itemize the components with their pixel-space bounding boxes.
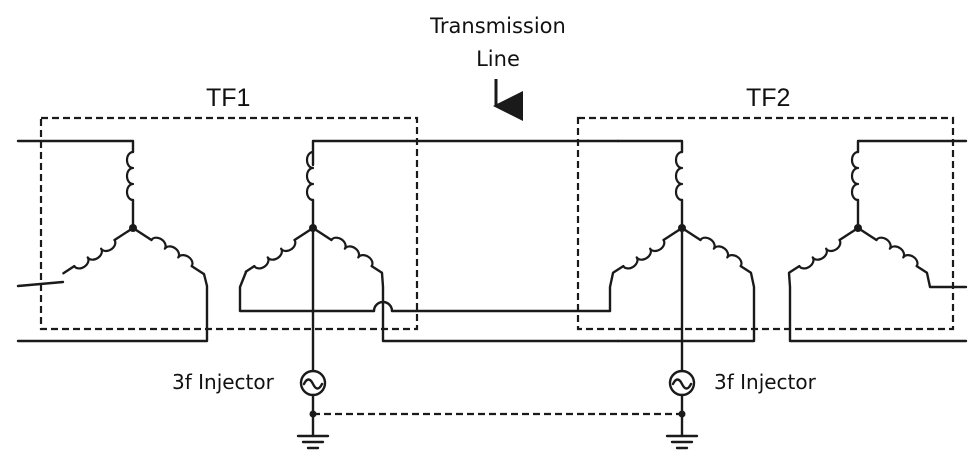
inductor-coil-icon: [850, 150, 860, 202]
left-injector-label: 3f Injector: [172, 370, 274, 394]
transmission-line-label: Transmission Line: [398, 10, 598, 76]
ac-source-icon: [299, 369, 327, 397]
ground-icon: [296, 434, 330, 450]
tf2-left-wye-winding: [608, 139, 756, 373]
tf1-label: TF1: [206, 84, 251, 112]
tf2-right-wye-winding: [787, 139, 968, 343]
tf1-right-wye-winding: [238, 139, 620, 373]
transmission-line-label-line2: Line: [476, 47, 520, 71]
inductor-coil-icon: [125, 150, 135, 202]
tf1-left-wye-winding: [16, 139, 209, 343]
tf1-box: [39, 116, 419, 331]
right-injector-label: 3f Injector: [714, 370, 816, 394]
tf2-label: TF2: [746, 84, 791, 112]
ac-source-icon: [668, 369, 696, 397]
ground-icon: [665, 434, 699, 450]
tf2-box: [576, 116, 955, 331]
transmission-line-label-line1: Transmission: [430, 14, 566, 38]
inductor-coil-icon: [674, 150, 684, 202]
